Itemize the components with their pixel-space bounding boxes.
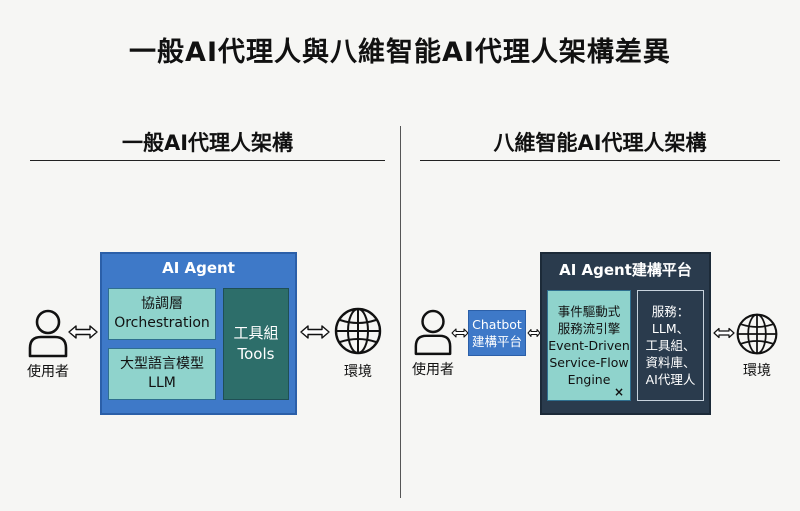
double-arrow-icon bbox=[713, 326, 735, 340]
agent-platform-title: AI Agent建構平台 bbox=[559, 261, 692, 279]
user-icon bbox=[27, 308, 69, 358]
globe-icon bbox=[735, 312, 779, 356]
llm-box: 大型語言模型 LLM bbox=[108, 348, 216, 400]
service-flow-engine-box: 事件驅動式 服務流引擎 Event-Driven Service-Flow En… bbox=[547, 290, 631, 401]
services-line-4: 資料庫、 bbox=[645, 355, 696, 370]
double-arrow-icon bbox=[67, 324, 99, 340]
tools-label-en: Tools bbox=[237, 345, 275, 363]
services-box: 服務： LLM、 工具組、 資料庫、 AI代理人 bbox=[637, 290, 704, 401]
engine-line-3: Event-Driven bbox=[548, 338, 630, 353]
orchestration-label-en: Orchestration bbox=[114, 315, 210, 331]
left-panel-heading: 一般AI代理人架構 bbox=[121, 131, 294, 155]
engine-line-1: 事件驅動式 bbox=[557, 304, 621, 319]
services-line-3: 工具組、 bbox=[645, 338, 696, 353]
chatbot-label-en: Chatbot bbox=[472, 317, 522, 332]
panel-divider bbox=[400, 126, 401, 498]
orchestration-label-zh: 協調層 bbox=[141, 296, 183, 312]
double-arrow-icon bbox=[451, 327, 469, 339]
left-heading-rule bbox=[30, 160, 385, 161]
right-env-label: 環境 bbox=[743, 363, 771, 379]
globe-icon bbox=[333, 306, 383, 356]
services-line-5: AI代理人 bbox=[645, 372, 696, 387]
user-icon bbox=[413, 308, 453, 356]
double-arrow-icon bbox=[527, 327, 541, 339]
llm-label-en: LLM bbox=[148, 375, 176, 391]
engine-line-5: Engine bbox=[567, 372, 611, 387]
orchestration-box: 協調層 Orchestration bbox=[108, 288, 216, 340]
left-env-label: 環境 bbox=[344, 364, 372, 380]
services-line-1: 服務： bbox=[651, 304, 690, 319]
chatbot-platform-box: Chatbot 建構平台 bbox=[468, 310, 526, 356]
left-user-label: 使用者 bbox=[27, 364, 69, 380]
page-title: 一般AI代理人與八維智能AI代理人架構差異 bbox=[129, 37, 671, 68]
tools-box: 工具組 Tools bbox=[223, 288, 289, 400]
engine-line-2: 服務流引擎 bbox=[557, 321, 621, 336]
right-user-label: 使用者 bbox=[412, 362, 454, 378]
engine-line-4: Service-Flow bbox=[549, 355, 629, 370]
llm-label-zh: 大型語言模型 bbox=[120, 356, 204, 372]
tools-label-zh: 工具組 bbox=[233, 324, 279, 342]
double-arrow-icon bbox=[299, 324, 331, 340]
right-panel-heading: 八維智能AI代理人架構 bbox=[493, 131, 707, 155]
services-line-2: LLM、 bbox=[651, 321, 690, 336]
engine-mark: × bbox=[614, 385, 625, 399]
ai-agent-title: AI Agent bbox=[162, 259, 235, 277]
right-heading-rule bbox=[420, 160, 780, 161]
chatbot-label-zh: 建構平台 bbox=[471, 334, 522, 349]
